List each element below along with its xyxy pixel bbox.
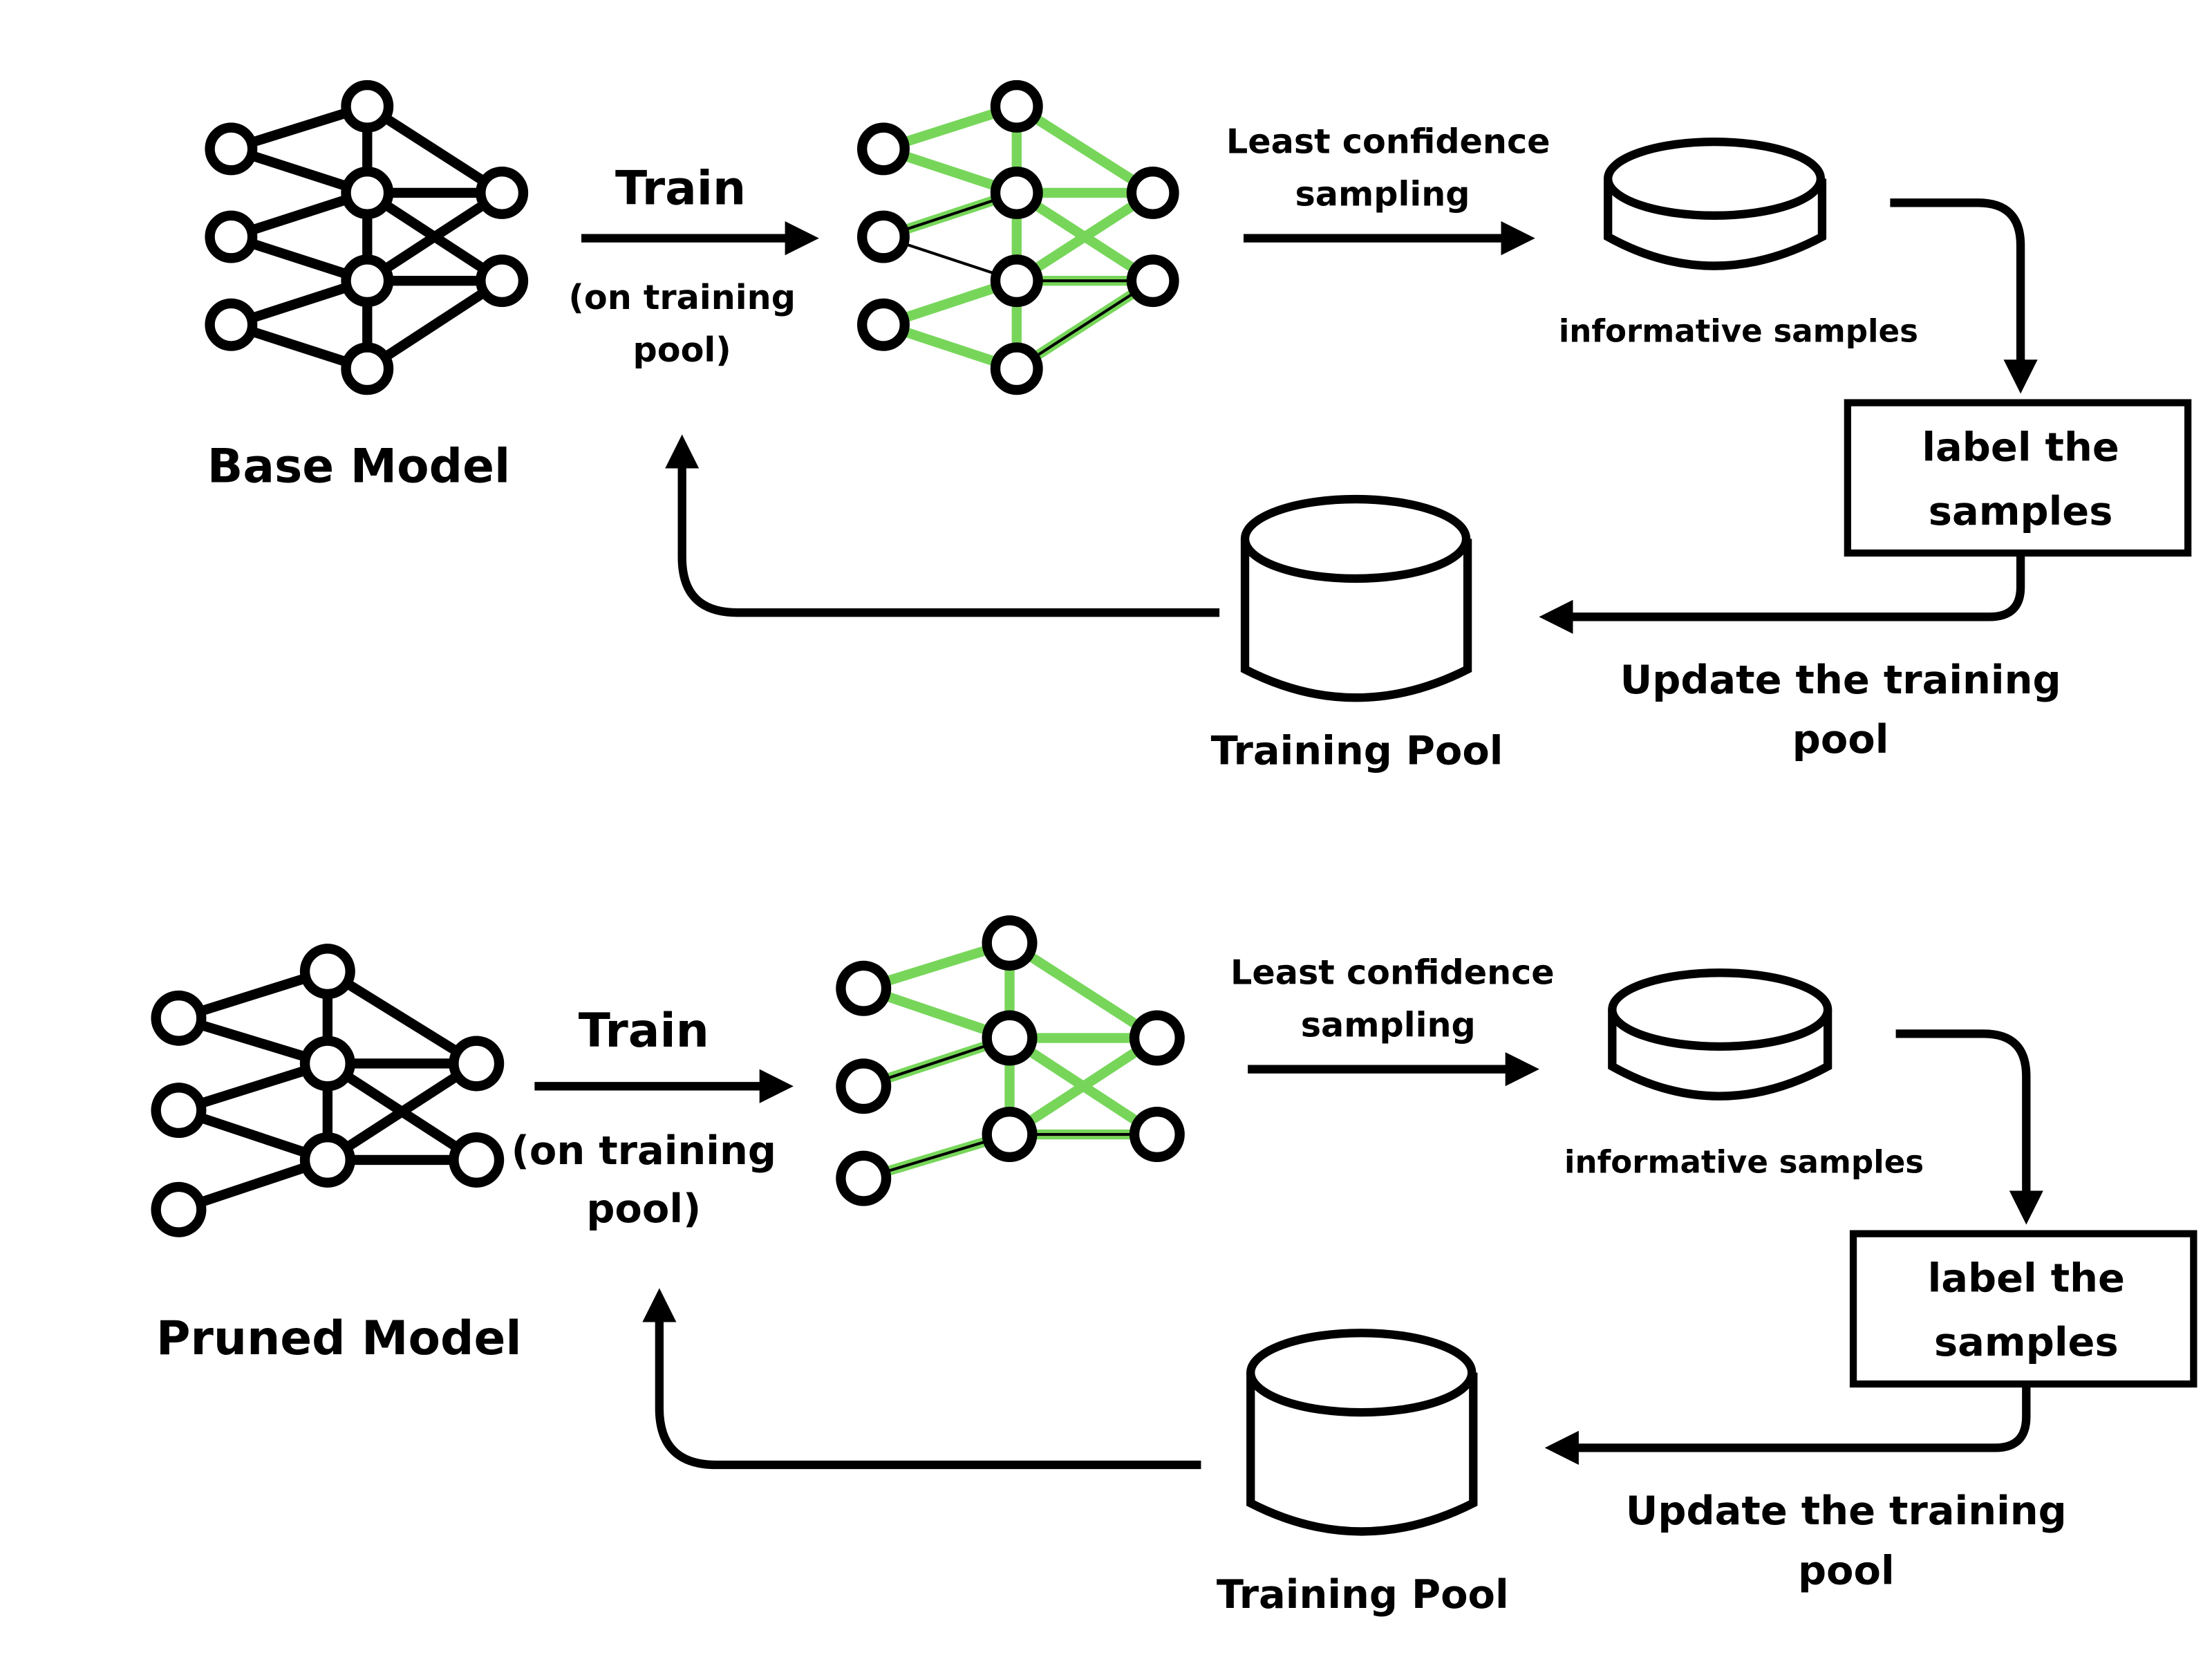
node [857, 298, 910, 351]
node [990, 342, 1043, 395]
node [299, 1036, 355, 1092]
to-label-arrow [1895, 1029, 2043, 1225]
node [151, 990, 207, 1046]
sampling-label-line1: Least confidence [1230, 953, 1555, 993]
node [836, 960, 892, 1016]
training-pool-label: Training Pool [1217, 1571, 1509, 1618]
node [476, 254, 529, 308]
label-box-line2: samples [1929, 488, 2113, 534]
node [341, 79, 394, 133]
pruned-model-label: Pruned Model [156, 1311, 522, 1365]
node [299, 944, 355, 1000]
label-samples-box [1849, 1230, 2197, 1388]
sampling-label-line2: sampling [1301, 1005, 1476, 1045]
return-to-train-arrow [642, 1288, 1201, 1470]
bottom-row: Pruned Model Train (on training pool) [151, 915, 2197, 1618]
train-label: Train [615, 160, 746, 215]
informative-samples-database-icon [1604, 137, 1827, 270]
node [982, 915, 1038, 971]
node [205, 298, 258, 351]
training-pool-database-icon [1246, 1329, 1478, 1536]
update-label-line2: pool [1792, 716, 1889, 762]
node [299, 1132, 355, 1188]
node [151, 1083, 207, 1139]
node [205, 210, 258, 263]
update-pool-arrow [1539, 556, 2025, 634]
base-model-label: Base Model [207, 438, 510, 493]
train-subtitle-line2: pool) [633, 330, 731, 370]
informative-samples-database-icon [1608, 968, 1833, 1101]
informative-samples-label: informative samples [1559, 312, 1918, 349]
node [341, 342, 394, 395]
node [476, 167, 529, 219]
base-model-network [205, 79, 529, 395]
label-samples-box [1844, 399, 2192, 557]
label-box-line2: samples [1934, 1319, 2119, 1365]
node [836, 1150, 892, 1206]
train-subtitle-line2: pool) [586, 1186, 701, 1232]
informative-samples-label: informative samples [1564, 1143, 1924, 1180]
training-pool-database-icon [1240, 494, 1472, 702]
node [1129, 1010, 1185, 1066]
node [857, 210, 910, 263]
node [982, 1010, 1038, 1066]
node [990, 254, 1043, 308]
node [341, 254, 394, 308]
node [341, 167, 394, 219]
train-label: Train [579, 1003, 709, 1058]
update-label-line1: Update the training [1620, 657, 2061, 703]
sampling-label-line2: sampling [1295, 174, 1470, 214]
node [1129, 1107, 1185, 1163]
return-to-train-arrow [665, 434, 1220, 617]
node [836, 1058, 892, 1114]
update-pool-arrow [1544, 1387, 2031, 1465]
node [990, 167, 1043, 219]
sampling-label-line1: Least confidence [1226, 122, 1550, 162]
update-label-line2: pool [1798, 1547, 1895, 1593]
node [151, 1181, 207, 1237]
node [857, 122, 910, 176]
train-subtitle-line1: (on training [512, 1127, 776, 1174]
update-label-line1: Update the training [1626, 1488, 2067, 1534]
to-label-arrow [1890, 198, 2038, 394]
trained-pruned-network [836, 915, 1185, 1206]
node [1126, 254, 1179, 308]
node [982, 1107, 1038, 1163]
label-box-line1: label the [1928, 1255, 2125, 1302]
node [449, 1036, 505, 1092]
node [449, 1132, 505, 1188]
node [205, 122, 258, 176]
train-subtitle-line1: (on training [568, 277, 796, 317]
trained-network [857, 79, 1179, 395]
node [990, 79, 1043, 133]
label-box-line1: label the [1922, 424, 2119, 471]
training-pool-label: Training Pool [1211, 728, 1503, 774]
pruned-model-network [151, 944, 505, 1237]
node [1126, 167, 1179, 219]
top-row: Base Model Train (on training pool) [205, 79, 2192, 774]
